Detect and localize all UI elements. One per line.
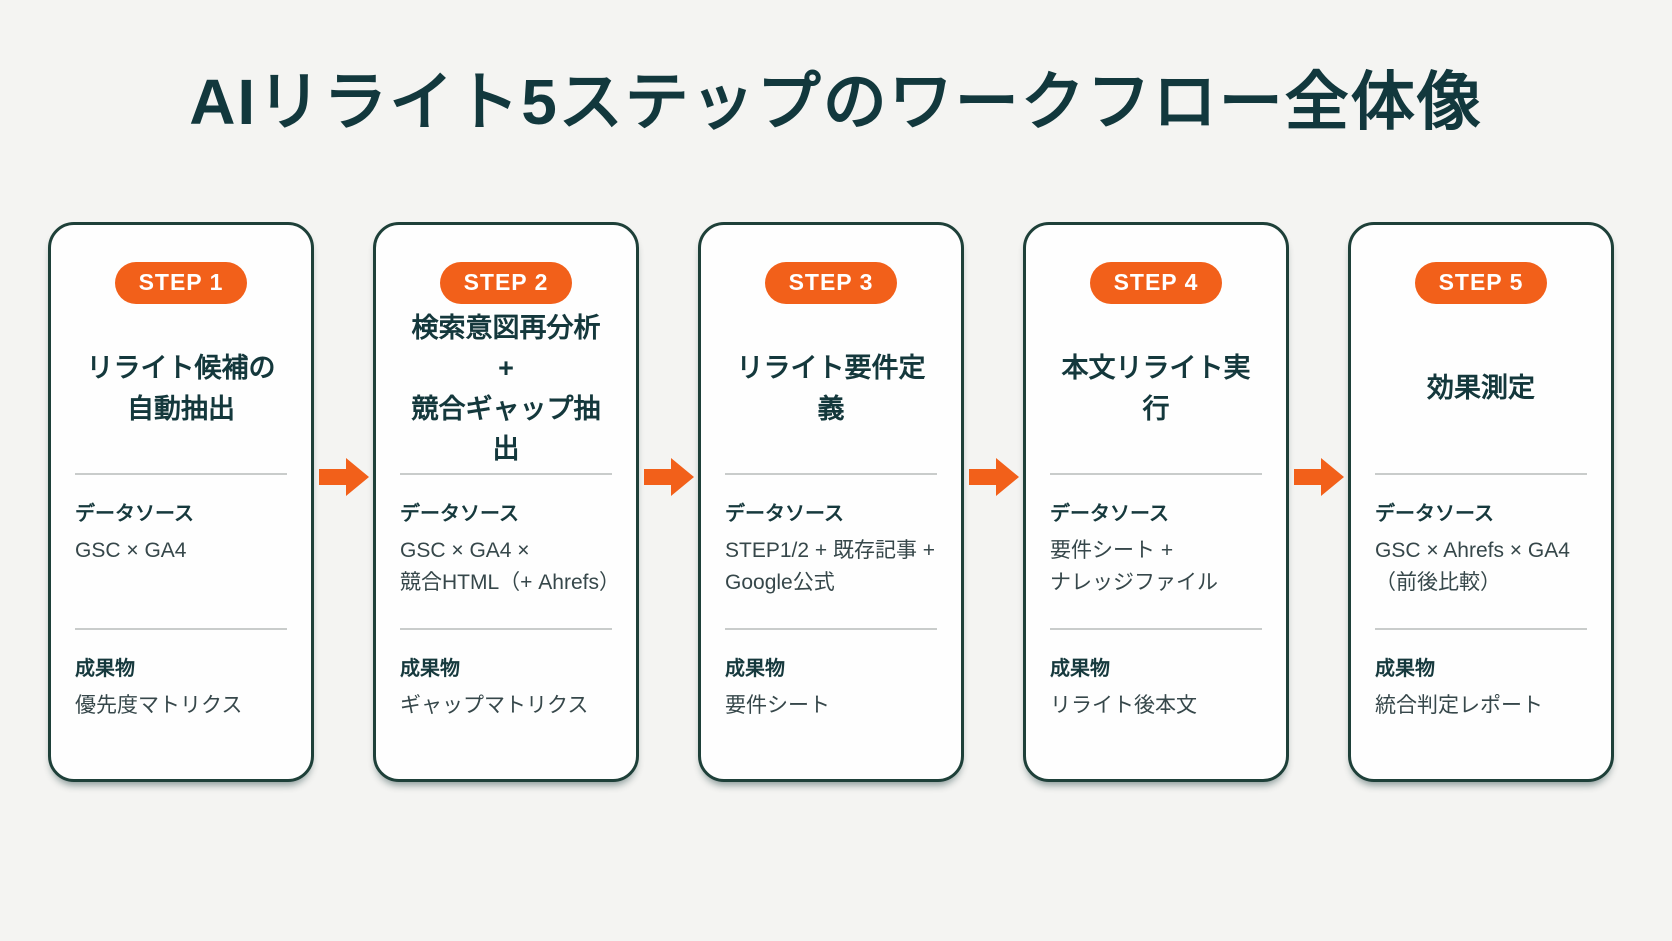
workflow-steps-row: STEP 1 リライト候補の自動抽出 データソース GSC × GA4 成果物 … [48,222,1614,782]
deliverable-section: 成果物 リライト後本文 [1050,630,1262,783]
deliverable-value: 優先度マトリクス [75,694,243,717]
data-source-line: 要件シート + [1050,539,1174,562]
deliverable-label: 成果物 [725,658,785,680]
deliverable-value: 要件シート [725,694,830,717]
data-source-section: データソース 要件シート + ナレッジファイル [1050,475,1262,628]
step-title-line: 本文リライト実行 [1061,353,1251,424]
deliverable-label: 成果物 [1050,658,1110,680]
step-card-3: STEP 3 リライト要件定義 データソース STEP1/2 + 既存記事 + G… [698,222,964,782]
step-title-line: 検索意図再分析 + [411,312,601,384]
divider [1050,473,1262,475]
badge-row: STEP 2 [400,262,612,304]
deliverable-value: ギャップマトリクス [400,694,589,717]
step-title-line: 自動抽出 [127,393,235,424]
data-source-value: STEP1/2 + 既存記事 + Google公式 [725,535,937,598]
data-source-line: Google公式 [725,570,835,594]
divider [1375,628,1587,630]
step-card-1: STEP 1 リライト候補の自動抽出 データソース GSC × GA4 成果物 … [48,222,314,782]
arrow-gap [964,222,1023,782]
deliverable-section: 成果物 ギャップマトリクス [400,630,612,783]
step-badge: STEP 4 [1089,262,1223,304]
arrow-gap [314,222,373,782]
data-source-line: GSC × Ahrefs × GA4 [1375,539,1570,562]
step-badge: STEP 1 [114,262,248,304]
step-title-line: 効果測定 [1427,373,1535,404]
step-title-line: リライト要件定義 [736,353,926,424]
deliverable-value: リライト後本文 [1050,694,1197,717]
step-title: リライト要件定義 [725,304,937,473]
data-source-section: データソース GSC × GA4 × 競合HTML（+ Ahrefs） [400,475,620,628]
data-source-line: （前後比較） [1375,570,1501,594]
data-source-value: 要件シート + ナレッジファイル [1050,535,1262,598]
step-badge: STEP 3 [764,262,898,304]
badge-row: STEP 3 [725,262,937,304]
data-source-section: データソース GSC × GA4 [75,475,287,628]
deliverable-label: 成果物 [1375,658,1435,680]
divider [400,473,612,475]
data-source-value: GSC × Ahrefs × GA4 （前後比較） [1375,535,1587,598]
data-source-line: GSC × GA4 [75,539,187,562]
data-source-label: データソース [400,503,519,525]
deliverable-value: 統合判定レポート [1375,694,1543,717]
deliverable-section: 成果物 優先度マトリクス [75,630,287,783]
divider [400,628,612,630]
step-badge: STEP 2 [439,262,573,304]
step-card-5: STEP 5 効果測定 データソース GSC × Ahrefs × GA4 （前後… [1348,222,1614,782]
data-source-label: データソース [75,503,194,525]
step-title: 検索意図再分析 + 競合ギャップ抽出 [400,304,612,473]
deliverable-section: 成果物 要件シート [725,630,937,783]
step-card-4: STEP 4 本文リライト実行 データソース 要件シート + ナレッジファイル 成… [1023,222,1289,782]
data-source-value: GSC × GA4 × 競合HTML（+ Ahrefs） [400,535,620,598]
divider [75,628,287,630]
data-source-label: データソース [725,503,844,525]
divider [75,473,287,475]
arrow-right-icon [1293,458,1344,496]
step-title: 効果測定 [1375,304,1587,473]
divider [1050,628,1262,630]
data-source-line: 競合HTML（+ Ahrefs） [400,570,620,594]
data-source-line: ナレッジファイル [1050,570,1218,594]
divider [1375,473,1587,475]
arrow-gap [1289,222,1348,782]
divider [725,473,937,475]
arrow-right-icon [318,458,369,496]
data-source-label: データソース [1375,503,1494,525]
divider [725,628,937,630]
step-title: リライト候補の自動抽出 [75,304,287,473]
data-source-section: データソース STEP1/2 + 既存記事 + Google公式 [725,475,937,628]
arrow-right-icon [968,458,1019,496]
step-title-line: 競合ギャップ抽出 [411,393,601,465]
page-title: AIリライト5ステップのワークフロー全体像 [189,66,1483,138]
badge-row: STEP 5 [1375,262,1587,304]
data-source-section: データソース GSC × Ahrefs × GA4 （前後比較） [1375,475,1587,628]
step-badge: STEP 5 [1414,262,1548,304]
arrow-gap [639,222,698,782]
data-source-line: GSC × GA4 × [400,539,530,562]
data-source-label: データソース [1050,503,1169,525]
deliverable-label: 成果物 [400,658,460,680]
deliverable-section: 成果物 統合判定レポート [1375,630,1587,783]
step-title: 本文リライト実行 [1050,304,1262,473]
data-source-line: STEP1/2 + 既存記事 + [725,539,936,562]
step-card-2: STEP 2 検索意図再分析 + 競合ギャップ抽出 データソース GSC × GA… [373,222,639,782]
deliverable-label: 成果物 [75,658,135,680]
data-source-value: GSC × GA4 [75,535,287,567]
arrow-right-icon [643,458,694,496]
badge-row: STEP 1 [75,262,287,304]
step-title-line: リライト候補の [86,353,276,383]
badge-row: STEP 4 [1050,262,1262,304]
